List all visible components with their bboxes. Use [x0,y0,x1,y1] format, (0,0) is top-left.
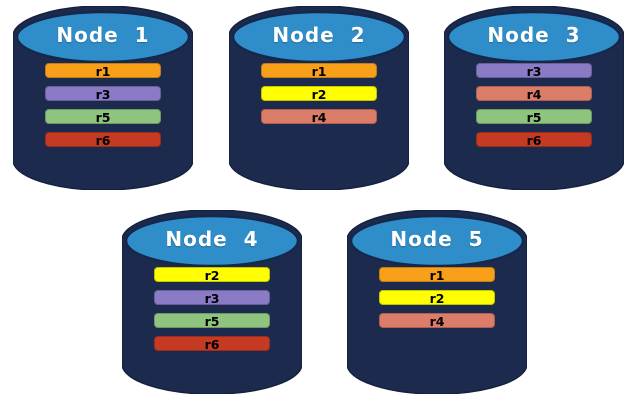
replica-bar: r5 [154,313,270,329]
replica-bar: r2 [154,267,270,283]
node-1-title: Node 1 [56,23,150,47]
replica-bar: r3 [154,290,270,306]
replica-bar: r2 [379,290,495,306]
node-4: Node 4 r2 r3 r5 r6 [122,210,302,394]
node-2-replicas: r1 r2 r4 [261,63,377,132]
replica-bar: r5 [476,109,592,125]
node-3-title: Node 3 [487,23,581,47]
replica-bar: r4 [476,86,592,102]
replica-bar: r3 [476,63,592,79]
replica-bar: r5 [45,109,161,125]
node-5-replicas: r1 r2 r4 [379,267,495,336]
replica-bar: r3 [45,86,161,102]
node-3: Node 3 r3 r4 r5 r6 [444,6,624,190]
replica-bar: r6 [154,336,270,352]
replica-bar: r1 [45,63,161,79]
replica-bar: r4 [261,109,377,125]
replica-bar: r4 [379,313,495,329]
node-1: Node 1 r1 r3 r5 r6 [13,6,193,190]
node-4-replicas: r2 r3 r5 r6 [154,267,270,359]
node-5: Node 5 r1 r2 r4 [347,210,527,394]
replica-bar: r6 [476,132,592,148]
replica-bar: r1 [261,63,377,79]
replica-bar: r6 [45,132,161,148]
node-1-replicas: r1 r3 r5 r6 [45,63,161,155]
node-2: Node 2 r1 r2 r4 [229,6,409,190]
replica-bar: r1 [379,267,495,283]
replica-bar: r2 [261,86,377,102]
node-3-replicas: r3 r4 r5 r6 [476,63,592,155]
node-2-title: Node 2 [272,23,366,47]
node-4-title: Node 4 [165,227,259,251]
node-5-title: Node 5 [390,227,484,251]
